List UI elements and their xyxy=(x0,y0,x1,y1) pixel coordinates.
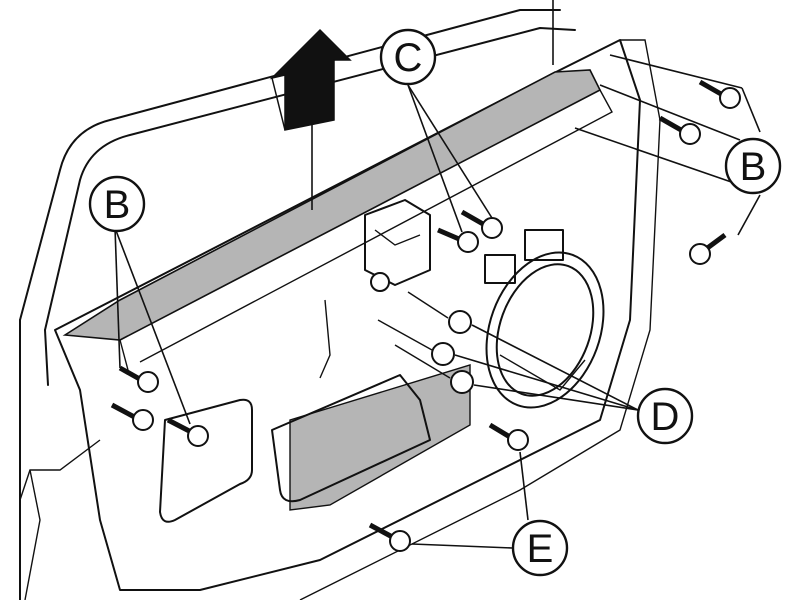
callout-d-label: D xyxy=(651,395,680,439)
bolt-c-2 xyxy=(437,227,479,253)
bolt-b-upper-1 xyxy=(698,79,741,109)
bolt-c-1 xyxy=(460,209,503,239)
nut-d-2 xyxy=(377,319,455,366)
regulator-rail xyxy=(62,69,613,371)
callout-b-right-label: B xyxy=(740,145,767,189)
speaker-ring xyxy=(485,251,605,409)
window-glass xyxy=(19,9,576,600)
bolt-e-1 xyxy=(488,422,529,451)
access-openings xyxy=(159,299,431,523)
bolt-e-2 xyxy=(368,522,411,552)
nut-d-3 xyxy=(394,344,474,394)
callout-e: E xyxy=(511,519,569,577)
bolt-b-lower-2 xyxy=(110,402,154,431)
callout-b-left-label: B xyxy=(104,183,131,227)
callout-c: C xyxy=(379,28,437,86)
callout-e-label: E xyxy=(527,527,554,571)
callout-c-label: C xyxy=(394,36,423,80)
bolt-b-lower-1 xyxy=(118,365,159,393)
door-inner-panel xyxy=(19,39,661,600)
bolt-b-lower-3 xyxy=(166,417,209,447)
bolt-b-upper-2 xyxy=(658,115,701,145)
lower-panel-shade xyxy=(289,364,471,511)
callout-b-right: B xyxy=(724,137,782,195)
regulator-motor xyxy=(364,199,564,286)
nut-d-1 xyxy=(407,291,472,334)
callout-d: D xyxy=(636,387,694,445)
callout-b-left: B xyxy=(88,175,146,233)
up-arrow-icon xyxy=(269,28,352,210)
bolt-c-3 xyxy=(370,272,390,292)
bolt-b-upper-3 xyxy=(689,232,727,265)
leader-lines xyxy=(114,0,761,549)
